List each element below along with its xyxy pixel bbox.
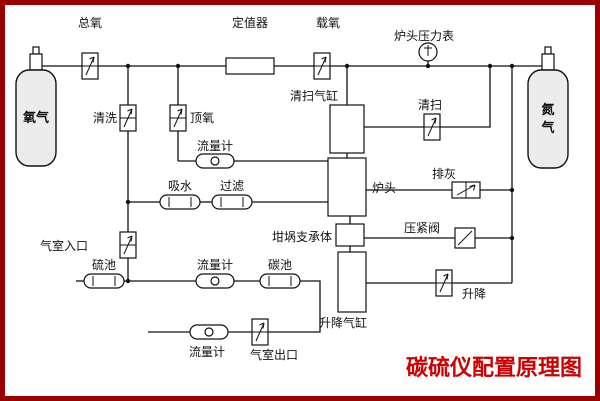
furnace-head-box: [327, 157, 367, 217]
crucible-support-box: [335, 223, 365, 247]
label-compression-valve: 压紧阀: [404, 221, 440, 235]
label-chamber-inlet: 气室入口: [40, 238, 88, 253]
valve-purge: [119, 104, 137, 132]
sweep-cylinder-box: [329, 104, 365, 154]
pipe-lines: [42, 61, 542, 333]
label-filter: 过滤: [220, 179, 244, 193]
valve-lift: [435, 269, 453, 297]
valve-chamber-inlet: [119, 231, 137, 259]
label-chamber-outlet: 气室出口: [250, 347, 298, 362]
label-furnace-head: 炉头: [372, 181, 396, 195]
carbon-cell: [259, 273, 301, 289]
filter: [211, 194, 253, 210]
compression-valve: [454, 227, 476, 249]
nitrogen-cylinder: 氮 气: [527, 46, 569, 169]
flow-meter-top: [195, 153, 235, 169]
label-total-oxygen: 总氧: [78, 16, 102, 30]
valve-top-oxygen: [169, 104, 187, 132]
label-regulator: 定值器: [232, 15, 268, 30]
label-top-oxygen: 顶氧: [190, 111, 214, 125]
valve-carrier-oxygen: [313, 52, 331, 80]
label-sweep: 清扫: [418, 98, 442, 112]
label-flow-meter-bottom: 流量计: [189, 345, 225, 359]
absorber-water: [159, 194, 201, 210]
label-sweep-cylinder: 清扫气缸: [290, 88, 338, 103]
label-flow-meter-mid: 流量计: [197, 258, 233, 272]
oxygen-cylinder: 氧气: [15, 46, 57, 167]
label-lift-cylinder: 升降气缸: [319, 315, 367, 330]
nitrogen-cylinder-label: 氮: [541, 102, 554, 117]
sulfur-cell: [83, 273, 125, 289]
label-water-absorber: 吸水: [168, 179, 192, 193]
flow-meter-mid: [195, 273, 235, 289]
label-lift: 升降: [462, 287, 486, 301]
label-crucible-support: 坩埚支承体: [272, 230, 332, 244]
valve-ash-discharge: [451, 181, 481, 199]
valve-chamber-outlet: [251, 318, 269, 346]
diagram-title: 碳硫仪配置原理图: [406, 355, 582, 380]
oxygen-cylinder-label: 氧气: [22, 110, 49, 125]
schematic-canvas: 氧气 氮 气: [15, 15, 582, 380]
nitrogen-cylinder-label2: 气: [541, 120, 554, 135]
junction-dots: [125, 63, 515, 284]
pressure-gauge: [418, 42, 438, 62]
label-purge: 清洗: [93, 111, 117, 125]
label-furnace-pressure-gauge: 炉头压力表: [394, 29, 454, 43]
valve-total-oxygen: [81, 52, 99, 80]
label-carrier-oxygen: 载氧: [316, 16, 340, 30]
flow-meter-bottom: [189, 324, 229, 340]
label-sulfur-cell: 硫池: [92, 257, 116, 272]
valve-sweep: [423, 113, 441, 141]
regulator-box: [225, 57, 275, 75]
lift-cylinder-box: [337, 251, 367, 313]
label-flow-meter-top: 流量计: [197, 139, 233, 153]
label-ash-discharge: 排灰: [432, 167, 456, 181]
label-carbon-cell: 碳池: [268, 258, 292, 272]
